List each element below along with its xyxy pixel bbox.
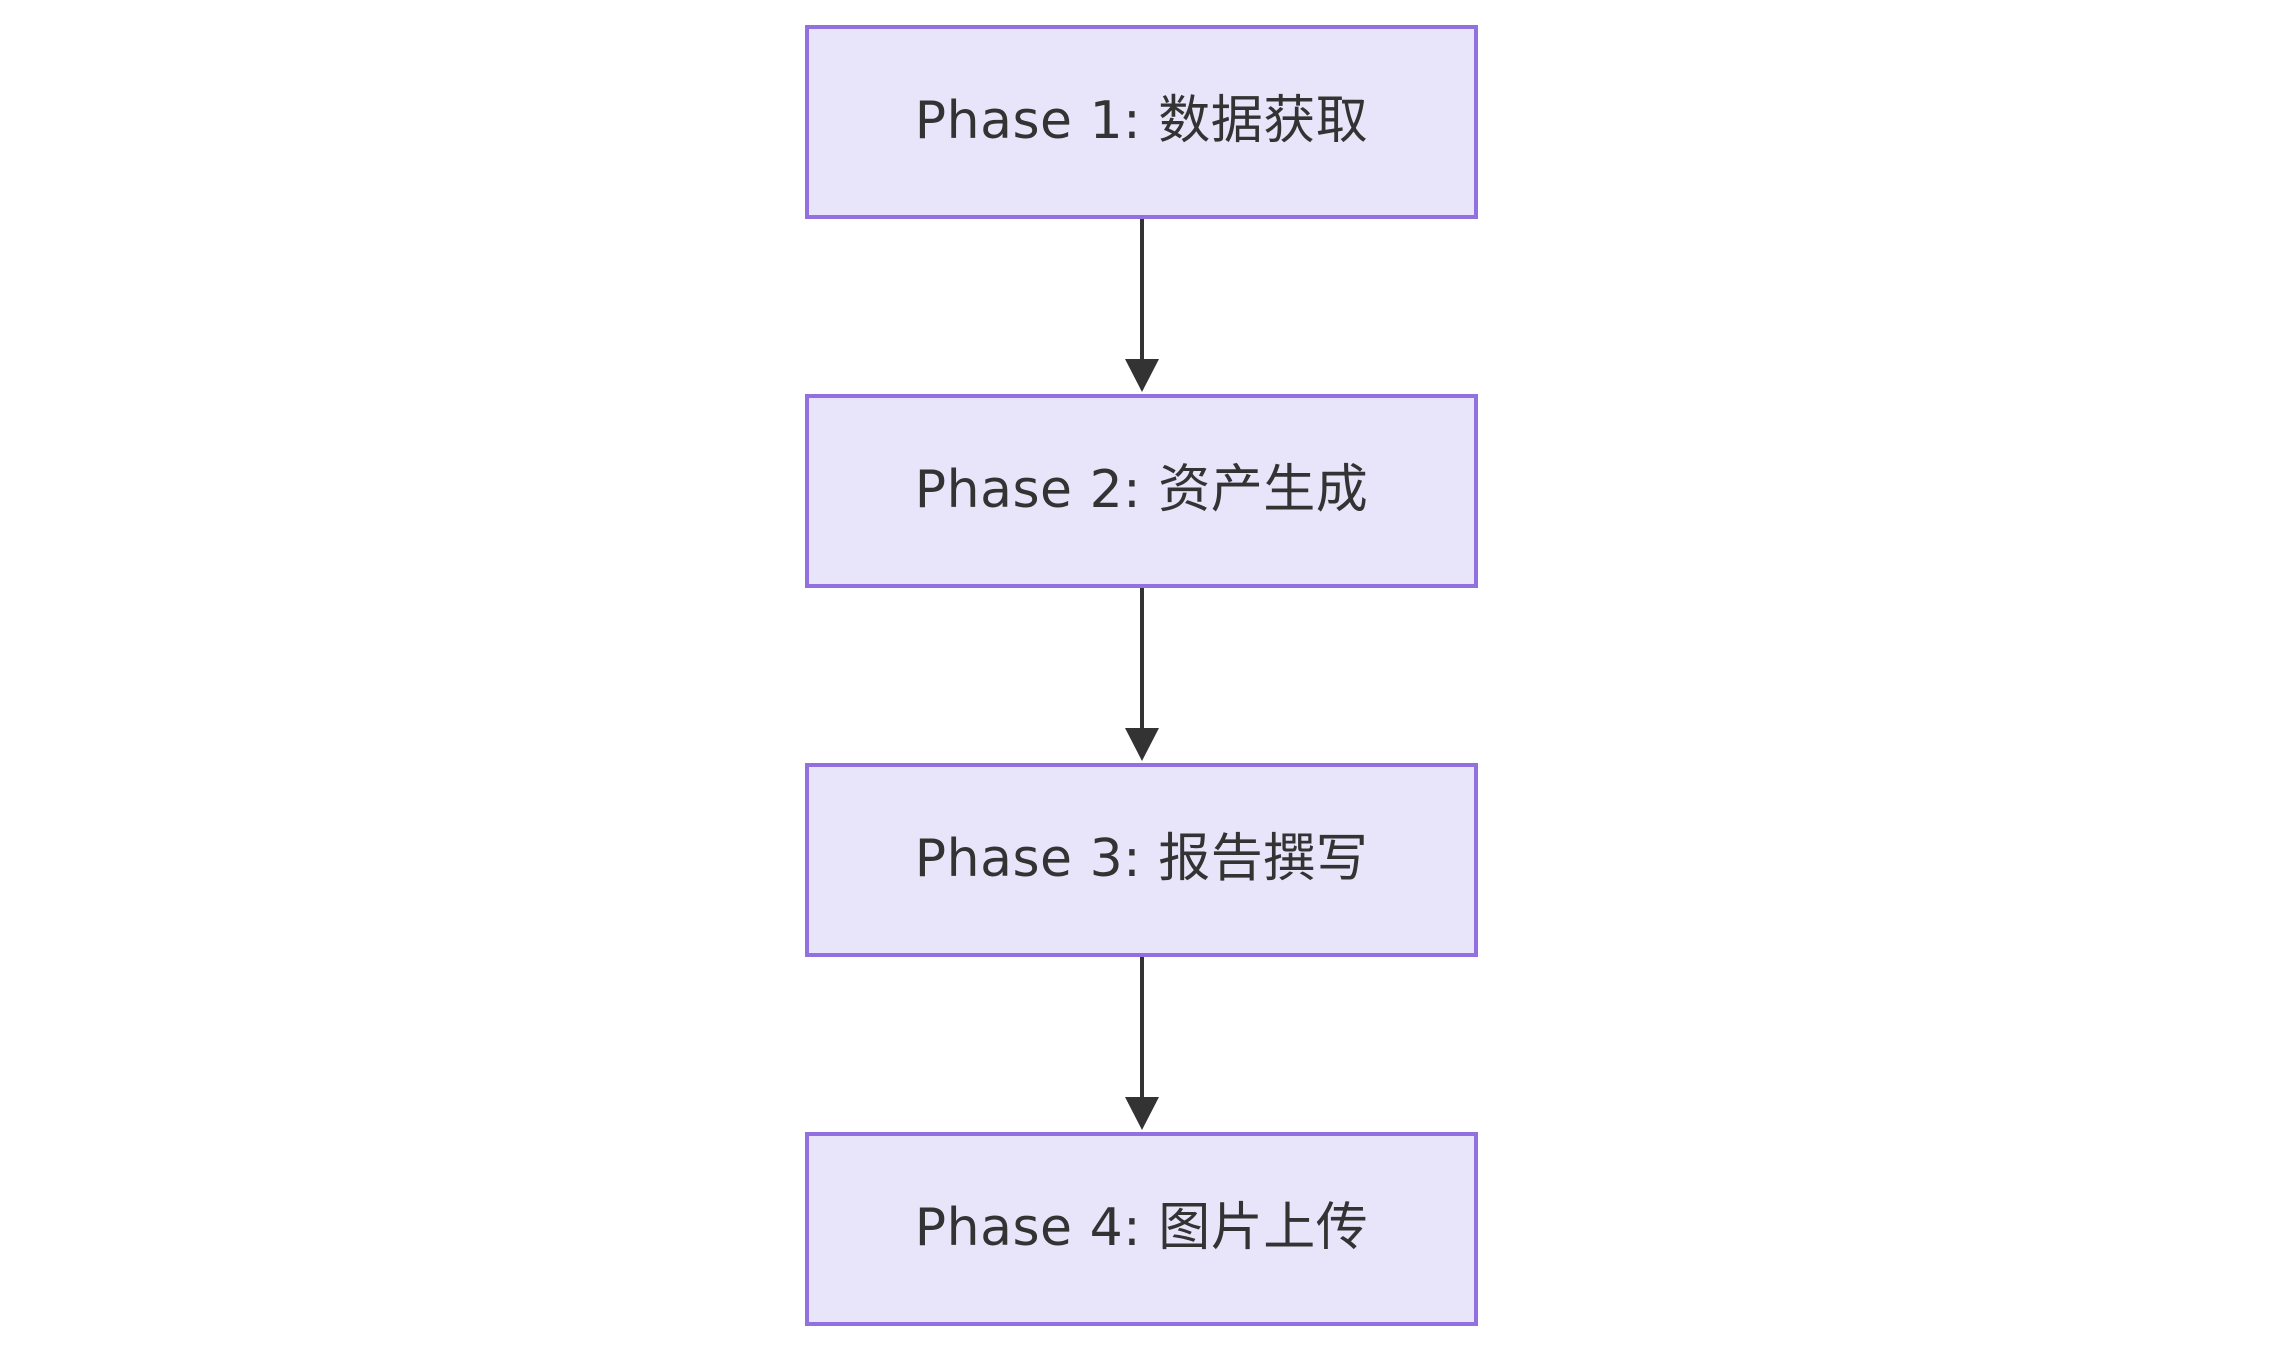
flowchart-edge-phase1-to-phase2 (1110, 219, 1174, 394)
flowchart-edge-phase2-to-phase3 (1110, 588, 1174, 763)
arrow-down-icon (1125, 219, 1159, 392)
arrow-down-icon (1125, 957, 1159, 1130)
flowchart-node-phase4[interactable]: Phase 4: 图片上传 (805, 1132, 1478, 1326)
flowchart-node-label: Phase 2: 资产生成 (914, 460, 1369, 521)
flowchart-node-label: Phase 3: 报告撰写 (914, 829, 1369, 890)
flowchart-node-phase2[interactable]: Phase 2: 资产生成 (805, 394, 1478, 588)
flowchart-node-label: Phase 1: 数据获取 (914, 91, 1369, 152)
flowchart-node-phase1[interactable]: Phase 1: 数据获取 (805, 25, 1478, 219)
flowchart-node-phase3[interactable]: Phase 3: 报告撰写 (805, 763, 1478, 957)
flowchart-edge-phase3-to-phase4 (1110, 957, 1174, 1132)
flowchart-node-label: Phase 4: 图片上传 (914, 1198, 1369, 1259)
arrow-down-icon (1125, 588, 1159, 761)
